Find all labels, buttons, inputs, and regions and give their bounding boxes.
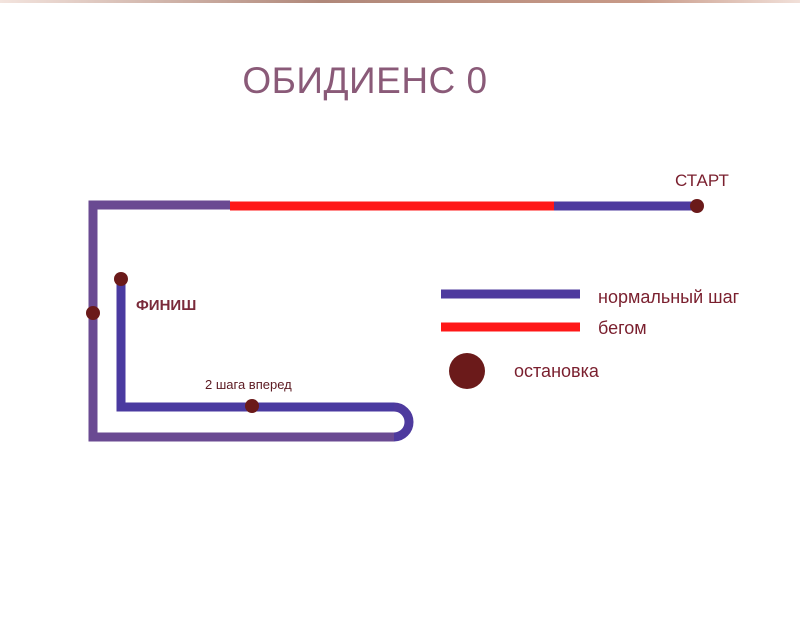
steps-forward-label: 2 шага вперед [205, 377, 292, 392]
stop-point-start [690, 199, 704, 213]
legend-run-label: бегом [598, 318, 647, 338]
stop-point-left [86, 306, 100, 320]
legend-stop-swatch [449, 353, 485, 389]
path-normal-inner [116, 279, 394, 412]
path-normal-outer [88, 200, 394, 442]
stop-point-steps [245, 399, 259, 413]
legend-stop-label: остановка [514, 361, 599, 381]
page-title: ОБИДИЕНС 0 [242, 60, 488, 101]
stop-point-finish [114, 272, 128, 286]
top-divider [0, 0, 800, 3]
finish-label: ФИНИШ [136, 297, 197, 314]
start-label: СТАРТ [675, 171, 729, 190]
path-normal-uturn [393, 402, 414, 442]
legend-normal-label: нормальный шаг [598, 287, 740, 307]
